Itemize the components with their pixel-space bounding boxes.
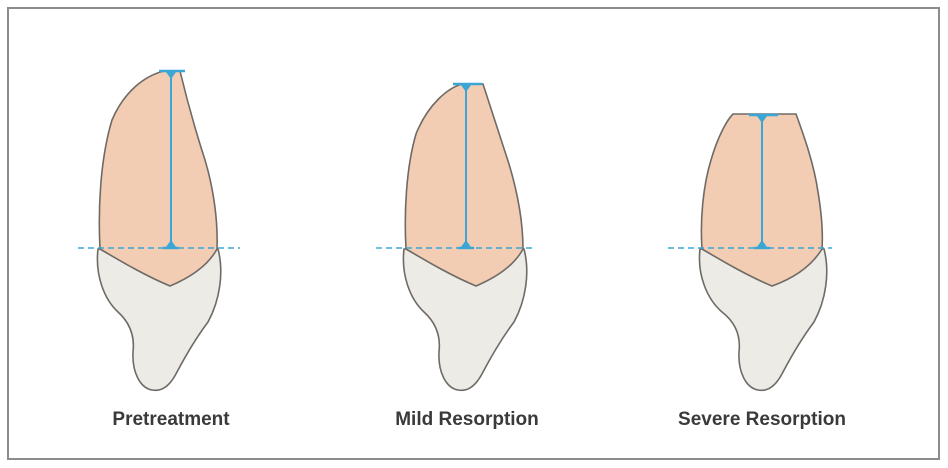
tooth-pretreatment [78, 71, 240, 390]
caption-mild-resorption: Mild Resorption [395, 409, 539, 431]
caption-pretreatment: Pretreatment [112, 409, 229, 431]
root-mild-resorption [405, 84, 523, 286]
root-pretreatment [99, 71, 217, 286]
tooth-mild-resorption [376, 84, 536, 390]
tooth-severe-resorption [668, 114, 832, 390]
caption-severe-resorption: Severe Resorption [678, 409, 846, 431]
